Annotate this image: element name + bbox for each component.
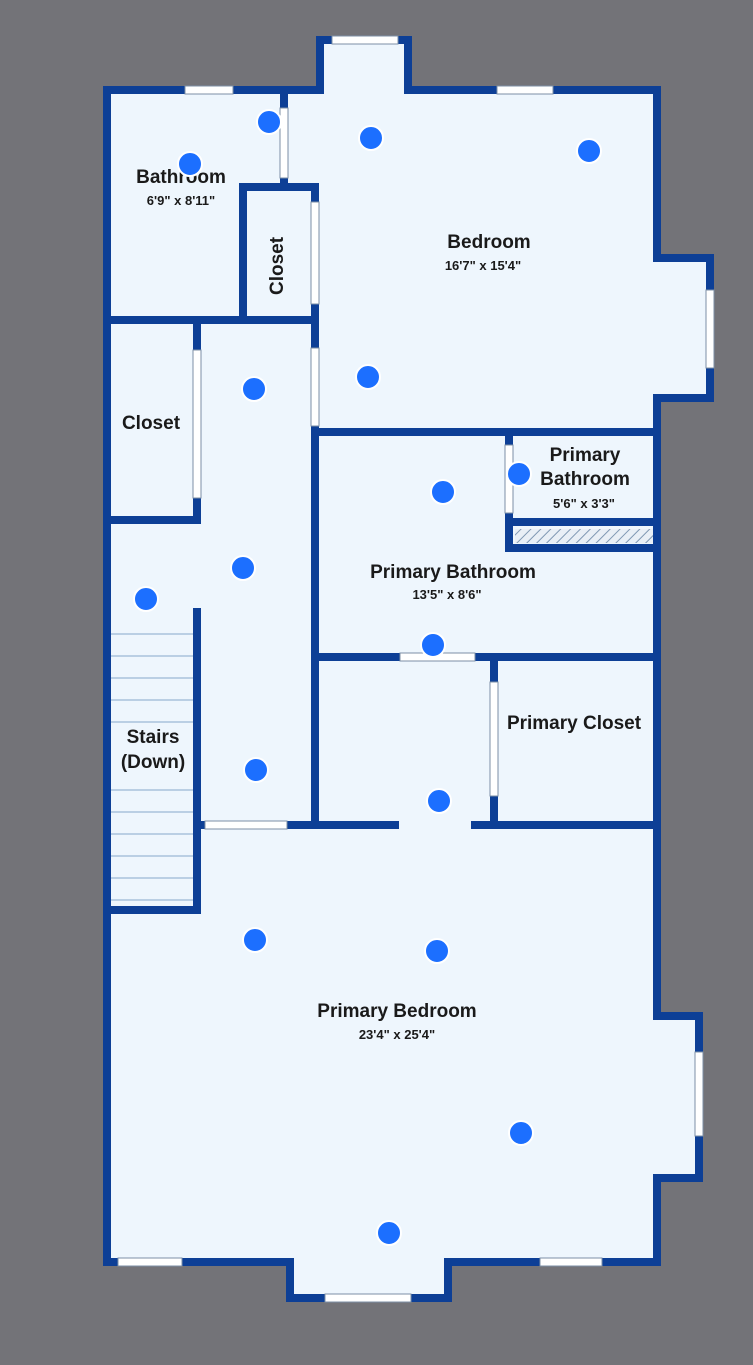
camera-hotspot-icon[interactable]	[177, 151, 203, 177]
camera-hotspot-icon[interactable]	[242, 927, 268, 953]
camera-hotspot-icon[interactable]	[133, 586, 159, 612]
camera-hotspot-icon[interactable]	[424, 938, 450, 964]
camera-hotspot-icon[interactable]	[508, 1120, 534, 1146]
primary-bath-small-dimensions: 5'6" x 3'3"	[553, 496, 615, 511]
camera-hotspot-icon[interactable]	[355, 364, 381, 390]
camera-hotspot-icon[interactable]	[506, 461, 532, 487]
hotspots	[133, 109, 602, 1246]
bedroom-label: Bedroom	[447, 232, 530, 253]
primary-closet-label: Primary Closet	[507, 713, 642, 734]
camera-hotspot-icon[interactable]	[243, 757, 269, 783]
closet-small-label: Closet	[267, 236, 288, 295]
primary-bedroom-dimensions: 23'4" x 25'4"	[359, 1027, 435, 1042]
bedroom-dimensions: 16'7" x 15'4"	[445, 258, 521, 273]
bathroom-shelf	[515, 529, 653, 543]
bathroom-dimensions: 6'9" x 8'11"	[147, 193, 215, 208]
stairs-label-1: Stairs	[127, 727, 180, 748]
camera-hotspot-icon[interactable]	[430, 479, 456, 505]
camera-hotspot-icon[interactable]	[376, 1220, 402, 1246]
primary-bathroom-dimensions: 13'5" x 8'6"	[412, 587, 481, 602]
primary-bedroom-label: Primary Bedroom	[317, 1001, 476, 1022]
closet-left-label: Closet	[122, 413, 181, 434]
bathroom-label: Bathroom	[136, 167, 226, 188]
camera-hotspot-icon[interactable]	[576, 138, 602, 164]
stairs-treads	[110, 633, 193, 901]
room-labels: Bathroom 6'9" x 8'11" Closet Bedroom 16'…	[121, 167, 642, 1042]
camera-hotspot-icon[interactable]	[426, 788, 452, 814]
primary-bath-small-label-1: Primary	[550, 445, 621, 466]
windows	[117, 35, 715, 1303]
stairs-label-2: (Down)	[121, 752, 185, 773]
primary-bathroom-label: Primary Bathroom	[370, 562, 536, 583]
floor-area	[107, 40, 710, 1298]
camera-hotspot-icon[interactable]	[358, 125, 384, 151]
camera-hotspot-icon[interactable]	[230, 555, 256, 581]
camera-hotspot-icon[interactable]	[256, 109, 282, 135]
camera-hotspot-icon[interactable]	[420, 632, 446, 658]
camera-hotspot-icon[interactable]	[241, 376, 267, 402]
primary-bath-small-label-2: Bathroom	[540, 469, 630, 490]
